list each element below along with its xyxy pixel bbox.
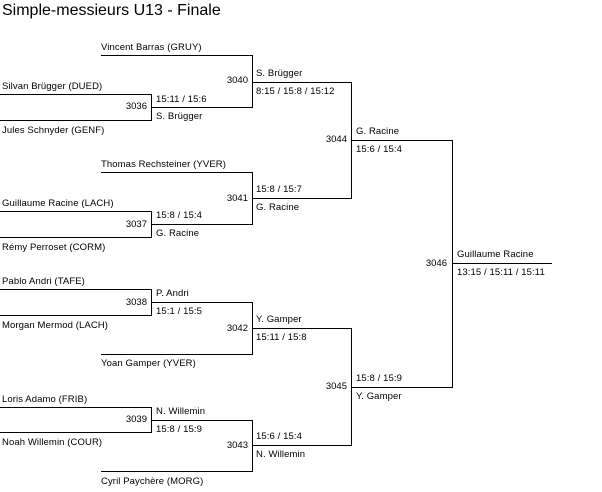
match-score: 15:1 / 15:5 xyxy=(156,306,202,317)
bracket-line xyxy=(0,211,151,212)
bracket-line xyxy=(252,82,351,83)
match-score: 15:6 / 15:4 xyxy=(356,144,402,155)
player-entry: Morgan Mermod (LACH) xyxy=(2,320,108,331)
match-score: 15:8 / 15:7 xyxy=(256,184,302,195)
bracket-line xyxy=(151,107,252,108)
bracket-line xyxy=(452,140,453,388)
match-winner: S. Brügger xyxy=(256,68,303,79)
bracket-line xyxy=(0,315,151,316)
match-winner: G. Racine xyxy=(256,202,300,213)
bracket-line xyxy=(101,471,252,472)
match-number: 3039 xyxy=(125,414,147,425)
match-score: 15:8 / 15:4 xyxy=(156,210,202,221)
page-title: Simple-messieurs U13 - Finale xyxy=(2,2,221,19)
match-number: 3036 xyxy=(125,101,147,112)
player-entry: Noah Willemin (COUR) xyxy=(2,437,103,448)
bracket-line xyxy=(151,302,252,303)
bracket-line xyxy=(0,237,151,238)
bracket-line xyxy=(151,420,252,421)
bracket-line xyxy=(0,120,151,121)
match-score: 8:15 / 15:8 / 15:12 xyxy=(256,86,335,97)
match-winner: N. Willemin xyxy=(156,406,206,417)
match-number: 3041 xyxy=(226,193,248,204)
match-winner: G. Racine xyxy=(356,126,400,137)
player-entry: Yoan Gamper (YVER) xyxy=(101,358,196,369)
match-winner: G. Racine xyxy=(156,228,200,239)
player-entry: Loris Adamo (FRIB) xyxy=(2,394,88,405)
bracket-line xyxy=(252,420,253,472)
bracket-line xyxy=(252,55,253,108)
match-winner: P. Andri xyxy=(156,288,189,299)
player-entry: Pablo Andri (TAFE) xyxy=(2,276,85,287)
bracket-line xyxy=(101,354,252,355)
bracket-line xyxy=(0,289,151,290)
match-winner: Y. Gamper xyxy=(256,314,302,325)
player-entry: Thomas Rechsteiner (YVER) xyxy=(101,159,226,170)
bracket-line xyxy=(252,445,351,446)
player-entry: Guillaume Racine (LACH) xyxy=(2,198,114,209)
match-number: 3046 xyxy=(425,258,447,269)
bracket-line xyxy=(151,224,252,225)
bracket-line xyxy=(252,328,351,329)
match-score: 15:8 / 15:9 xyxy=(356,373,402,384)
match-number: 3038 xyxy=(125,297,147,308)
match-score: 13:15 / 15:11 / 15:11 xyxy=(457,267,545,278)
bracket-line xyxy=(0,407,151,408)
match-number: 3037 xyxy=(125,219,147,230)
player-entry: Vincent Barras (GRUY) xyxy=(101,42,202,53)
bracket-line xyxy=(101,172,252,173)
bracket-line xyxy=(351,387,452,388)
match-number: 3042 xyxy=(226,323,248,334)
player-entry: Cyril Paychère (MORG) xyxy=(101,476,204,487)
player-entry: Rémy Perroset (CORM) xyxy=(2,242,106,253)
match-score: 15:8 / 15:9 xyxy=(156,424,202,435)
match-winner: N. Willemin xyxy=(256,449,306,460)
bracket-line xyxy=(0,432,151,433)
match-number: 3045 xyxy=(325,381,347,392)
match-number: 3040 xyxy=(226,75,248,86)
match-score: 15:11 / 15:8 xyxy=(256,332,307,343)
match-winner: Y. Gamper xyxy=(356,391,402,402)
player-entry: Silvan Brügger (DUED) xyxy=(2,81,103,92)
match-number: 3044 xyxy=(325,134,347,145)
bracket-line xyxy=(252,198,351,199)
player-entry: Jules Schnyder (GENF) xyxy=(2,125,105,136)
champion-name: Guillaume Racine xyxy=(457,249,534,260)
bracket-line xyxy=(351,140,452,141)
bracket-line xyxy=(452,263,552,264)
match-score: 15:11 / 15:6 xyxy=(156,94,207,105)
bracket-line xyxy=(101,55,252,56)
bracket-line xyxy=(0,94,151,95)
match-number: 3043 xyxy=(226,440,248,451)
match-score: 15:6 / 15:4 xyxy=(256,431,302,442)
match-winner: S. Brügger xyxy=(156,111,203,122)
